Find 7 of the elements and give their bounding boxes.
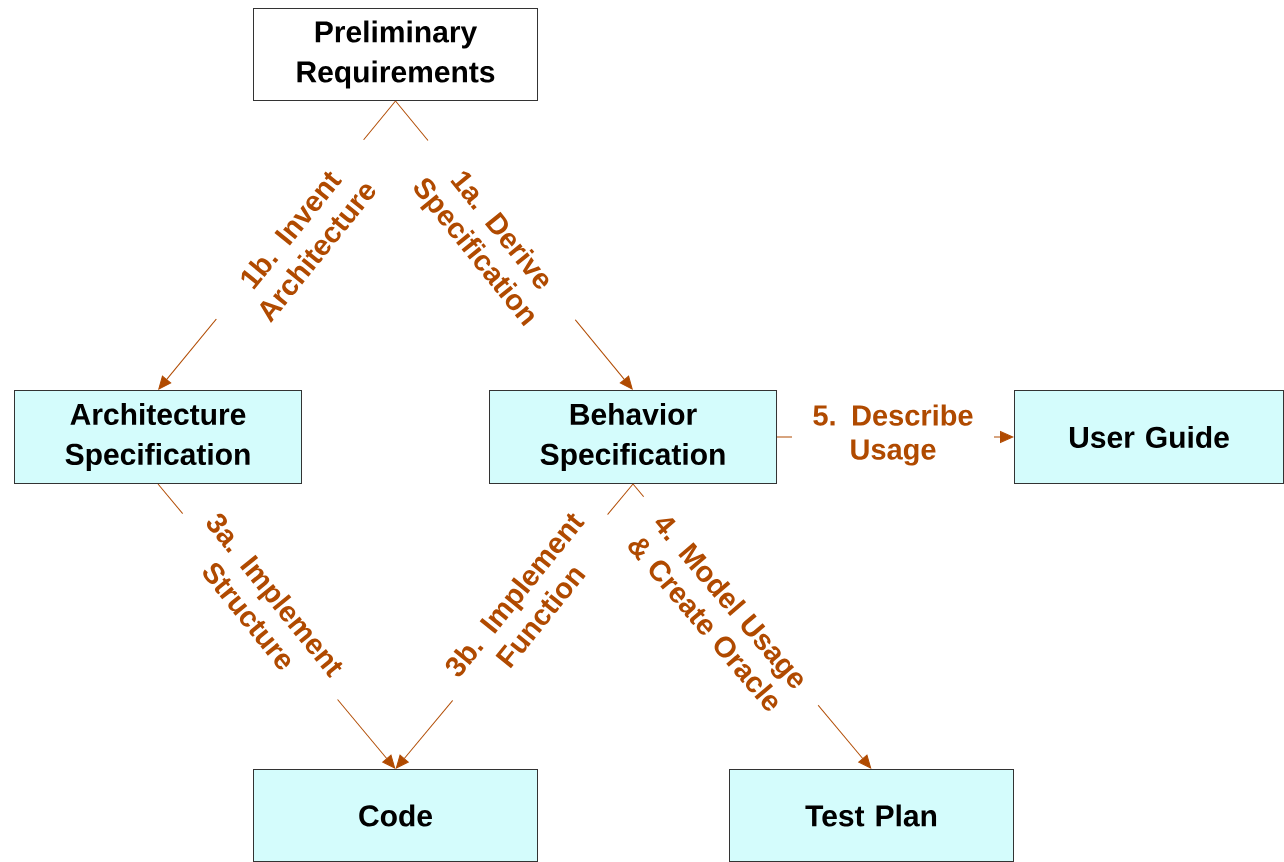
edge-label: 5. Describe Usage [792,403,994,467]
process-box: User Guide [1014,390,1284,484]
process-box: Code [253,769,538,862]
process-box: Preliminary Requirements [253,8,538,101]
process-box: Test Plan [729,769,1014,862]
process-box: Architecture Specification [14,390,302,484]
process-box: Behavior Specification [489,390,777,484]
